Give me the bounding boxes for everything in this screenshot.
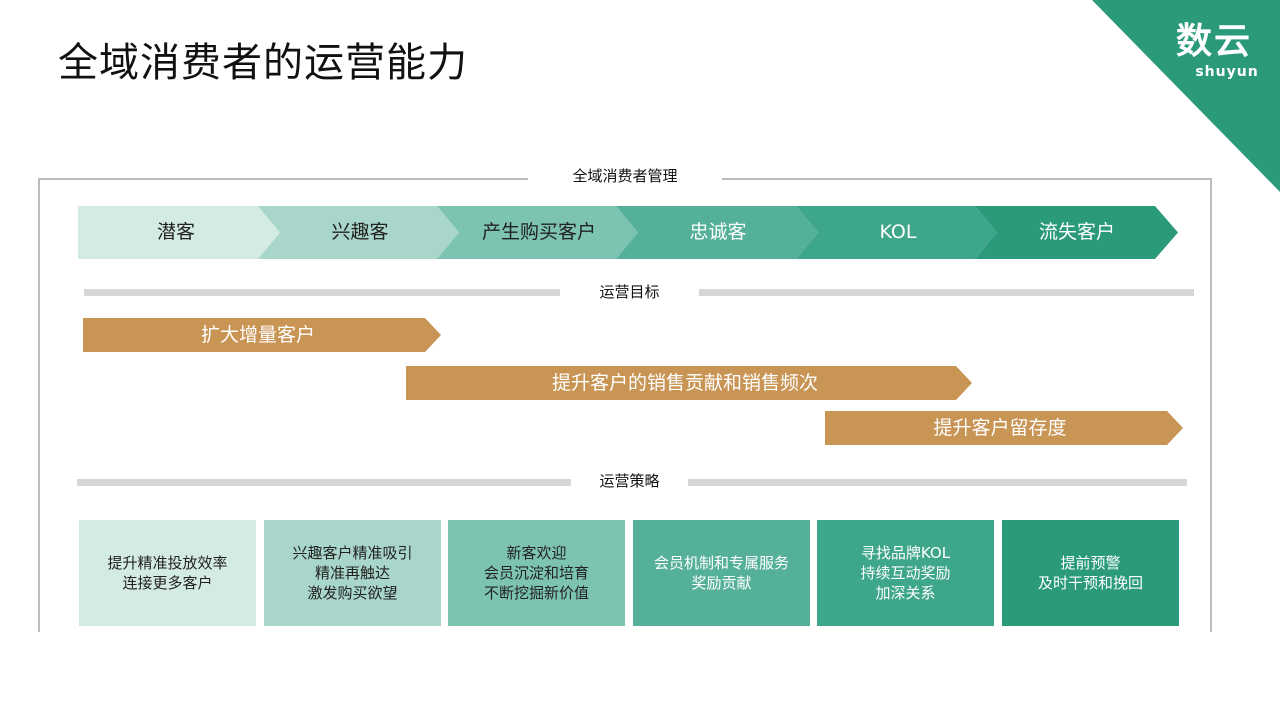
strategy-line: 加深关系: [875, 584, 936, 602]
strategy-line: 持续互动奖励: [860, 564, 951, 582]
strategy-box-3: 会员机制和专属服务 奖励贡献: [633, 520, 810, 626]
brand-logo: 数云 shuyun: [1164, 20, 1264, 80]
stage-chevron-5: [975, 206, 1178, 259]
strategy-line: 新客欢迎: [506, 544, 567, 562]
strategy-line: 及时干预和挽回: [1037, 574, 1143, 592]
stage-label-4: KOL: [879, 221, 917, 243]
goals-divider-left: [84, 289, 560, 296]
strategy-title: 运营策略: [599, 472, 660, 490]
stage-chevron-1: [258, 206, 459, 259]
strategy-line: 提升精准投放效率: [107, 554, 228, 572]
strategy-line: 不断挖掘新价值: [483, 584, 589, 602]
stage-chevron-row: [78, 206, 1178, 259]
strategy-line: 寻找品牌KOL: [860, 544, 951, 562]
strategy-line: 激发购买欲望: [307, 584, 398, 602]
strategy-line: 兴趣客户精准吸引: [292, 544, 413, 562]
stage-label-3: 忠诚客: [689, 221, 747, 243]
strategy-line: 会员机制和专属服务: [653, 554, 789, 572]
strategy-box-1: 兴趣客户精准吸引 精准再触达 激发购买欲望: [264, 520, 441, 626]
goal-label-2: 提升客户留存度: [933, 417, 1067, 439]
strategy-line: 会员沉淀和培育: [483, 564, 589, 582]
stage-label-1: 兴趣客: [331, 221, 389, 243]
goals-title: 运营目标: [599, 283, 660, 301]
stage-chevron-3: [616, 206, 818, 259]
stage-chevron-2: [437, 206, 638, 259]
strategy-box-2: 新客欢迎 会员沉淀和培育 不断挖掘新价值: [448, 520, 625, 626]
stage-label-2: 产生购买客户: [481, 221, 596, 243]
strategy-line: 连接更多客户: [122, 574, 213, 592]
goal-label-0: 扩大增量客户: [200, 324, 315, 346]
stage-label-5: 流失客户: [1038, 221, 1115, 243]
strategy-line: 奖励贡献: [691, 574, 752, 592]
goal-label-1: 提升客户的销售贡献和销售频次: [551, 372, 818, 394]
strategy-line: 提前预警: [1060, 554, 1121, 572]
strategy-box-5: 提前预警 及时干预和挽回: [1002, 520, 1179, 626]
strategy-line: 精准再触达: [314, 564, 390, 582]
stage-chevron-4: [796, 206, 997, 259]
strategy-divider-right: [688, 479, 1187, 486]
stage-label-0: 潜客: [156, 221, 195, 243]
strategy-box-4: 寻找品牌KOL 持续互动奖励 加深关系: [817, 520, 994, 626]
strategy-box-0: 提升精准投放效率 连接更多客户: [79, 520, 256, 626]
page-title: 全域消费者的运营能力: [58, 40, 468, 86]
brand-latin: shuyun: [1195, 64, 1259, 80]
frame-title: 全域消费者管理: [528, 164, 722, 188]
goals-divider-right: [699, 289, 1194, 296]
brand-name: 数云: [1175, 21, 1252, 62]
stage-chevron-0: [78, 206, 280, 259]
brand-corner-triangle: [1092, 0, 1280, 192]
strategy-divider-left: [77, 479, 571, 486]
